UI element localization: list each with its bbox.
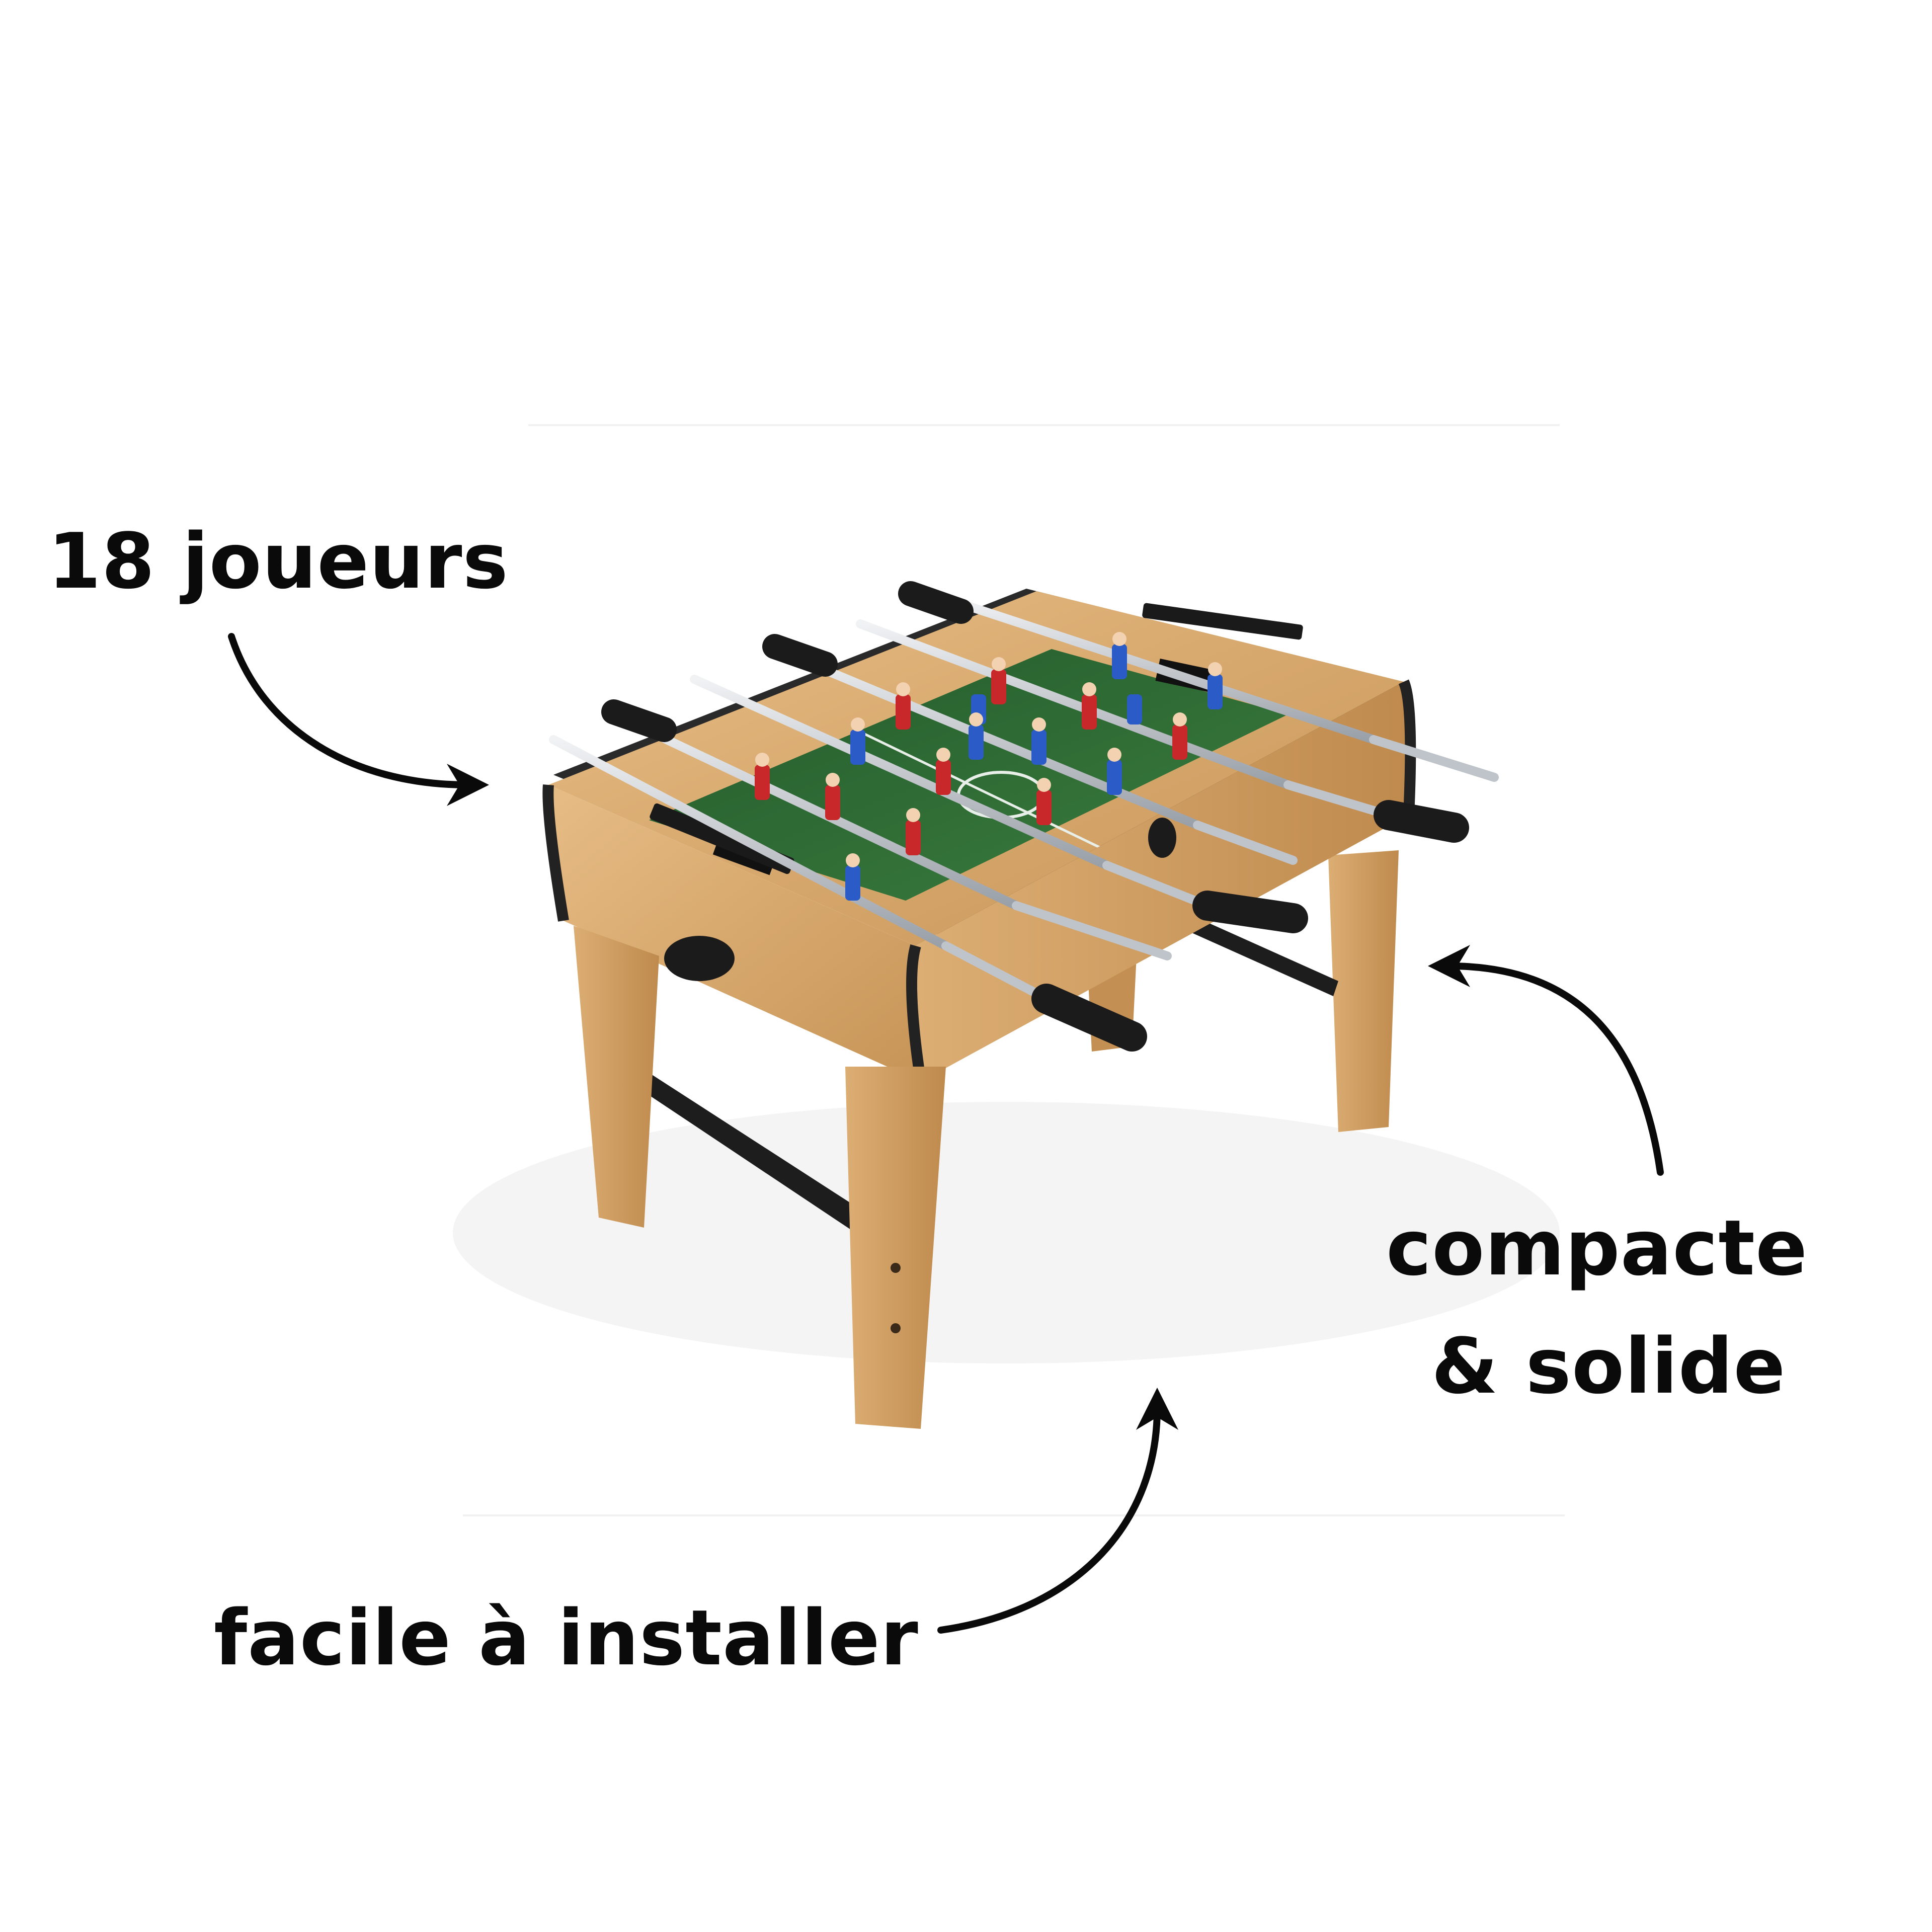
- scoreboard-far: [1142, 603, 1303, 640]
- label-compacte: compacte: [1386, 1203, 1808, 1293]
- player-rods: [549, 581, 1499, 1052]
- front-legs: [574, 926, 946, 1429]
- players: [755, 632, 1223, 901]
- label-et-solide: & solide: [1431, 1322, 1786, 1411]
- curved-arrow-icon-install: [937, 1388, 1178, 1634]
- ball-slot: [1148, 818, 1176, 858]
- floor-shadow: [453, 1102, 1560, 1363]
- label-facile-a-installer: facile à installer: [214, 1593, 919, 1682]
- curved-arrow-icon-compact: [1428, 945, 1664, 1176]
- scoreboard-near: [650, 803, 794, 874]
- table-body: [542, 589, 1416, 1083]
- center-line: [854, 728, 1138, 867]
- stretcher-bars: [614, 916, 1338, 1233]
- curved-arrow-icon-players: [228, 633, 489, 806]
- ball-return-hole: [664, 936, 735, 981]
- label-18-joueurs: 18 joueurs: [48, 517, 509, 606]
